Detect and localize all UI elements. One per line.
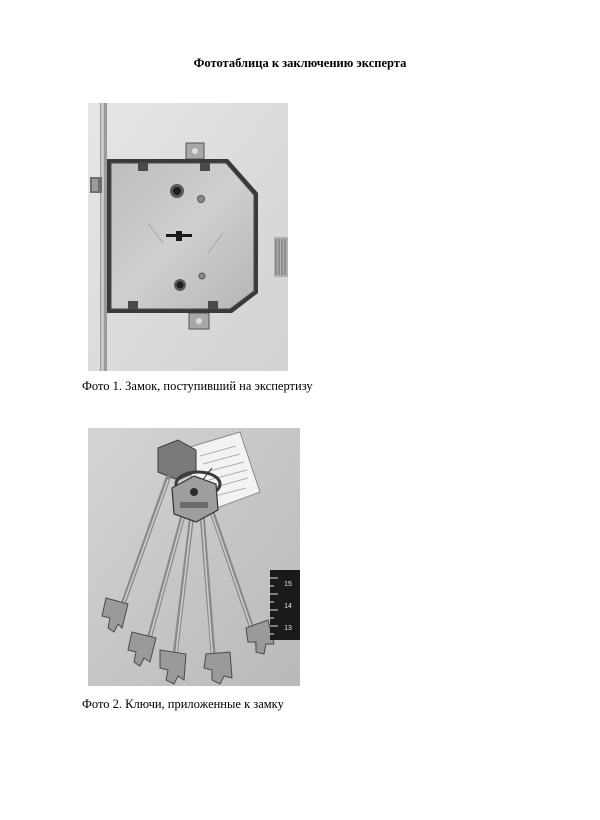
door-lock-photo (88, 103, 288, 371)
key-bundle-photo: 15 14 13 (88, 428, 300, 686)
page-title: Фототаблица к заключению эксперта (193, 56, 407, 70)
ruler-number-15: 15 (284, 581, 292, 588)
ruler-number-13: 13 (284, 625, 292, 632)
figure-caption-2: Фото 2. Ключи, приложенные к замку (82, 697, 284, 711)
figure-caption-1: Фото 1. Замок, поступивший на экспертизу (82, 379, 313, 393)
ruler-number-14: 14 (284, 603, 292, 610)
